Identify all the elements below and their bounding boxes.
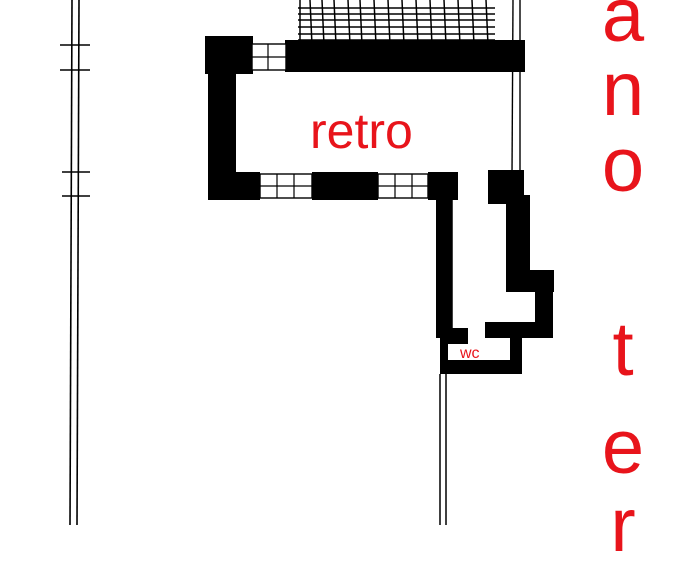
thick-walls [205,36,554,374]
side-letter: r [610,483,636,568]
left-boundary-lines [60,0,90,525]
right-boundary-lines [511,0,521,176]
staircase [298,0,495,46]
side-letter: a [601,0,645,58]
side-letter: o [601,123,645,208]
lower-boundary-lines [439,200,453,525]
windows [251,43,429,199]
room-label-wc: wc [460,345,480,362]
room-label-retro: retro [310,103,413,159]
side-letter: e [601,405,645,490]
floor-plan-drawing [60,0,554,525]
side-letter: t [612,307,634,392]
side-letter: n [601,47,645,132]
